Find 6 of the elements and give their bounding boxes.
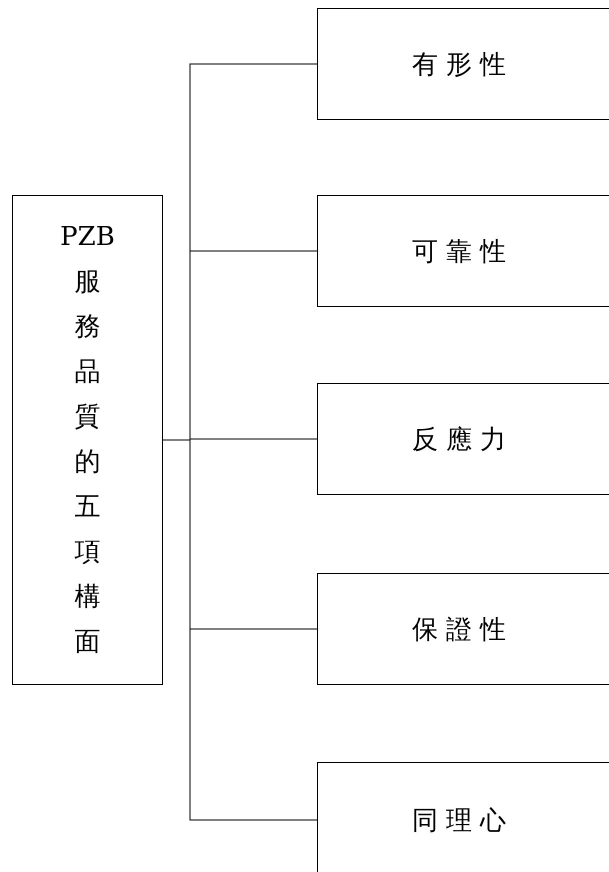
category-box: PZB服務品質的五項構面 bbox=[12, 195, 163, 685]
item-box: 保證性 bbox=[317, 573, 609, 685]
item-box: 可靠性 bbox=[317, 195, 609, 307]
item-box: 有形性 bbox=[317, 8, 609, 120]
item-box: 同理心 bbox=[317, 762, 609, 872]
item-box: 反應力 bbox=[317, 383, 609, 495]
